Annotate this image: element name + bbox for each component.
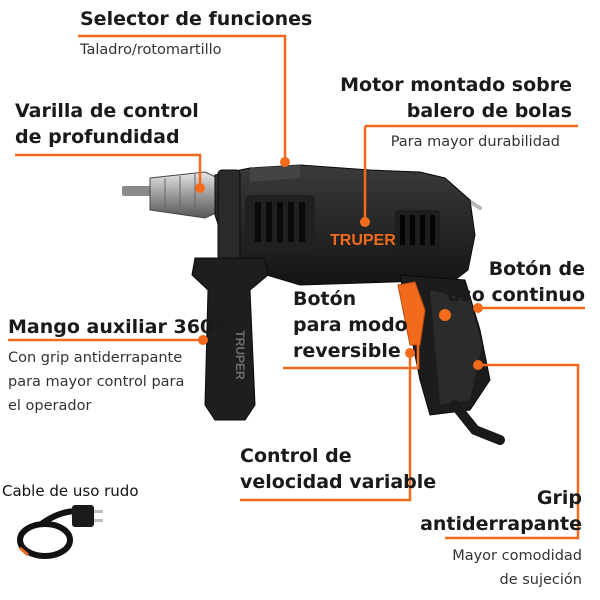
grip-sub-1: Mayor comodidad [452,548,582,564]
drill-body: TRUPER [214,164,476,286]
svg-text:TRUPER: TRUPER [233,330,247,380]
brand-logo: TRUPER [330,232,396,249]
drill-bit [122,186,154,196]
velocidad-title-2: velocidad variable [240,471,437,493]
reversible-title-2: para modo [293,314,408,336]
grip-title-1: Grip [536,487,582,509]
continuo-title-2: uso continuo [446,284,585,306]
cable-illustration [17,505,103,559]
mango-title: Mango auxiliar 360º [8,316,224,338]
mango-sub-3: el operador [8,398,92,414]
varilla-title-2: de profundidad [15,126,180,148]
motor-title-1: Motor montado sobre [340,74,572,96]
reversible-title-1: Botón [293,288,357,310]
reversible-title-3: reversible [293,340,401,362]
cord-relief [450,400,505,445]
selector-sub: Taladro/rotomartillo [80,42,222,58]
motor-sub: Para mayor durabilidad [390,134,560,150]
auxiliary-handle: TRUPER [191,169,269,421]
mango-sub-2: para mayor control para [8,374,185,390]
velocidad-title-1: Control de [240,445,352,467]
selector-title: Selector de funciones [80,8,313,30]
varilla-title-1: Varilla de control [15,100,199,122]
mango-sub-1: Con grip antiderrapante [8,350,183,366]
continuo-title-1: Botón de [488,258,585,280]
grip-title-2: antiderrapante [420,513,582,535]
motor-title-2: balero de bolas [406,100,572,122]
grip-sub-2: de sujeción [499,572,583,588]
continuous-button [439,309,451,321]
cable-title: Cable de uso rudo [2,482,139,500]
